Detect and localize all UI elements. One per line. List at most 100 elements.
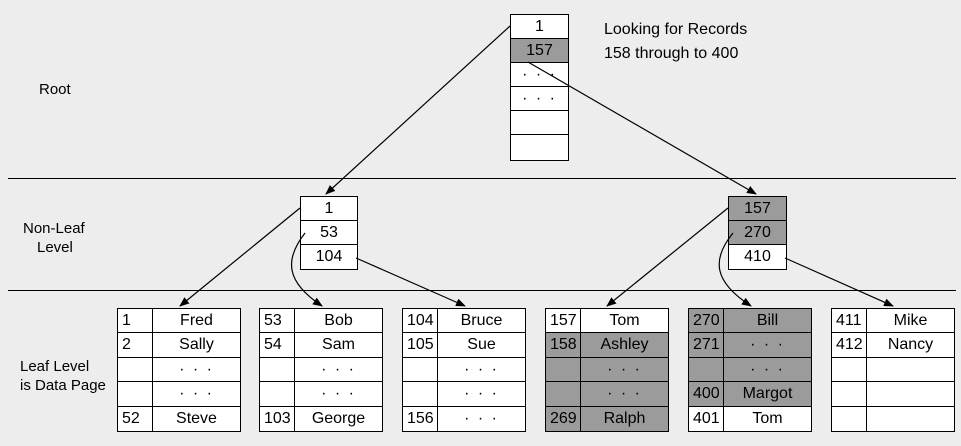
- row-name: Mike: [893, 312, 928, 329]
- level-divider-root: [8, 178, 956, 179]
- row-name: Ralph: [581, 406, 668, 431]
- leaf-row: 53 Bob: [260, 309, 382, 334]
- non-leaf-node-right: 157 270 410: [728, 196, 787, 270]
- leaf-row: [832, 382, 954, 407]
- arrow-104-to-leaf-3: [355, 257, 466, 307]
- row-id: 52: [118, 406, 153, 431]
- leaf-row: · · ·: [689, 357, 811, 383]
- row-id: 53: [260, 309, 295, 333]
- row-id: [546, 382, 581, 406]
- arrow-root-to-left-node: [325, 25, 511, 195]
- non-leaf-cell: 157: [729, 197, 786, 221]
- row-name: Margot: [724, 382, 811, 406]
- leaf-row: 52 Steve: [118, 406, 240, 431]
- row-name: Bruce: [460, 312, 503, 329]
- leaf-row: · · ·: [260, 357, 382, 383]
- row-id: 269: [546, 406, 581, 431]
- root-cell: 1: [511, 15, 568, 39]
- leaf-row: 104 Bruce: [403, 309, 525, 334]
- row-name: [867, 382, 954, 405]
- row-id: 271: [689, 333, 724, 357]
- row-id: [832, 382, 867, 406]
- leaf-row: · · ·: [546, 357, 668, 383]
- row-id: 401: [689, 406, 724, 431]
- cell-key: 1: [324, 200, 334, 217]
- row-name: · · ·: [724, 357, 811, 382]
- leaf-page-6: 411 Mike 412 Nancy: [831, 308, 955, 432]
- row-id: [689, 357, 724, 382]
- row-name: · · ·: [464, 385, 499, 403]
- row-name: Sally: [179, 336, 214, 354]
- row-id: 158: [546, 333, 581, 357]
- leaf-level-label-1: Leaf Level: [20, 358, 90, 375]
- cell-key: 53: [320, 224, 338, 241]
- leaf-row: [832, 406, 954, 431]
- root-cell: · · ·: [511, 87, 568, 111]
- leaf-row: 271· · ·: [689, 333, 811, 358]
- row-id: [832, 357, 867, 382]
- row-name: Steve: [176, 409, 217, 427]
- leaf-row: · · ·: [403, 357, 525, 383]
- row-id: 105: [403, 333, 438, 357]
- cell-key: · · ·: [522, 66, 557, 83]
- root-cell: · · ·: [511, 63, 568, 87]
- row-id: 412: [832, 333, 867, 357]
- row-name: Bob: [324, 312, 353, 329]
- non-leaf-cell: 104: [301, 245, 357, 269]
- leaf-row: 411 Mike: [832, 309, 954, 334]
- leaf-row: 401 Tom: [689, 406, 811, 431]
- row-name: · · ·: [581, 382, 668, 406]
- row-id: 411: [832, 309, 867, 333]
- row-name: · · ·: [581, 357, 668, 382]
- row-name: · · ·: [179, 385, 214, 403]
- root-cell: [511, 135, 568, 159]
- row-name: Sue: [467, 336, 496, 354]
- row-id: 54: [260, 333, 295, 357]
- leaf-row: · · ·: [403, 382, 525, 407]
- row-id: 400: [689, 382, 724, 406]
- cell-key: 410: [744, 248, 771, 265]
- leaf-level-label-2: is Data Page: [20, 377, 106, 394]
- row-name: Tom: [752, 409, 783, 427]
- row-name: Bill: [724, 309, 811, 333]
- root-cell: [511, 111, 568, 135]
- non-leaf-level-label-2: Level: [37, 239, 73, 256]
- row-name: Ashley: [581, 333, 668, 357]
- cell-key: 270: [744, 224, 771, 241]
- row-name: · · ·: [464, 360, 499, 378]
- leaf-row: 156· · ·: [403, 406, 525, 431]
- row-name: [867, 358, 954, 381]
- leaf-row: · · ·: [260, 382, 382, 407]
- row-name: Sam: [322, 336, 355, 354]
- row-name: [867, 407, 954, 431]
- row-name: Nancy: [887, 336, 934, 354]
- row-id: [546, 357, 581, 382]
- leaf-row: 54 Sam: [260, 333, 382, 358]
- non-leaf-cell: 1: [301, 197, 357, 221]
- leaf-row: · · ·: [546, 382, 668, 407]
- leaf-row: · · ·: [118, 382, 240, 407]
- row-id: [832, 406, 867, 431]
- row-id: [260, 357, 295, 382]
- leaf-row: [832, 357, 954, 383]
- non-leaf-node-left: 1 53 104: [300, 196, 358, 270]
- cell-key: 1: [535, 18, 544, 35]
- row-id: 157: [546, 309, 581, 333]
- leaf-row: · · ·: [118, 357, 240, 383]
- row-id: [118, 382, 153, 406]
- cell-key: 104: [315, 248, 343, 265]
- row-id: 104: [403, 309, 438, 333]
- leaf-row: 412 Nancy: [832, 333, 954, 358]
